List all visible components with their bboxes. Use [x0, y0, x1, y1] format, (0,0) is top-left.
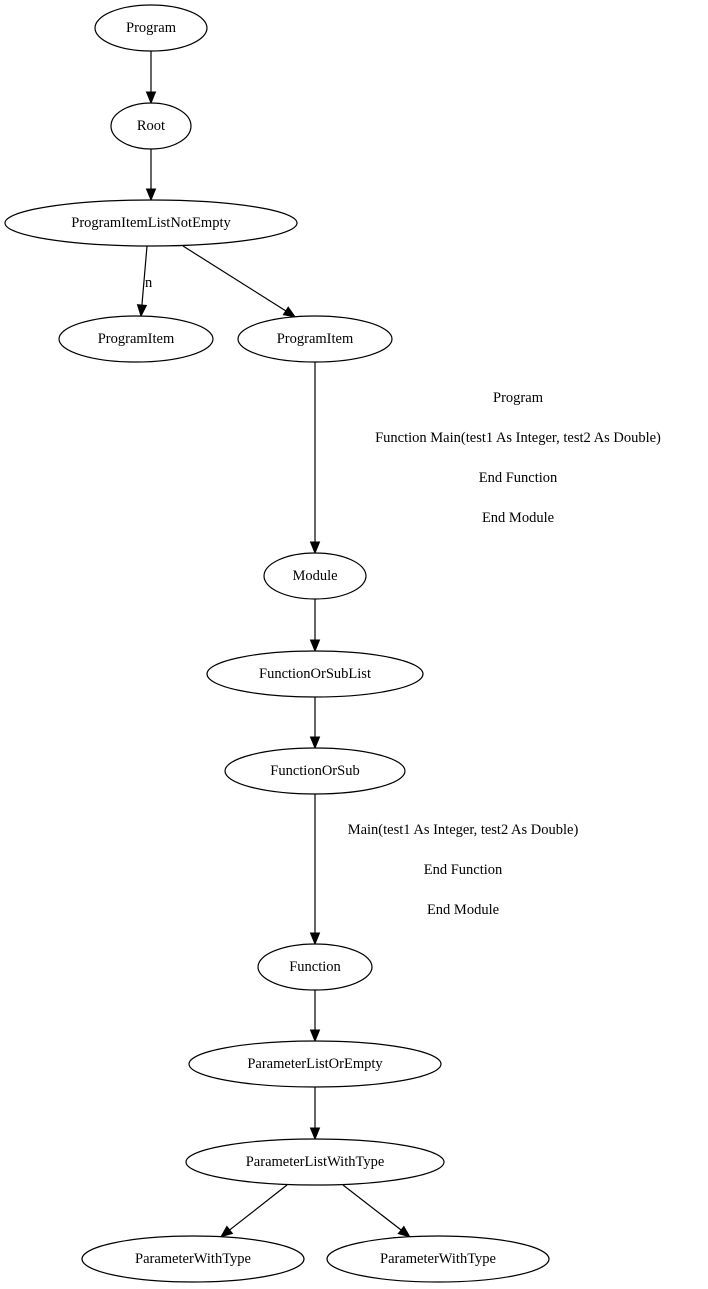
node-ellipse [326, 1235, 550, 1283]
node-function-or-sub-list: FunctionOrSubList [206, 650, 424, 698]
node-label: Program [126, 20, 177, 36]
edge-line [229, 1184, 288, 1231]
arrowhead [136, 304, 148, 318]
node-label: ParameterListOrEmpty [247, 1056, 383, 1072]
node-parameter-with-type-1: ParameterWithType [81, 1235, 305, 1283]
nodes-layer: ProgramRootProgramItemListNotEmptyProgra… [4, 4, 550, 1283]
edge-label: n [145, 275, 153, 291]
node-ellipse [206, 650, 424, 698]
node-function: Function [257, 943, 373, 991]
node-label: ProgramItem [277, 331, 354, 347]
node-ellipse [81, 1235, 305, 1283]
node-label: ProgramItemListNotEmpty [71, 215, 231, 231]
node-ellipse [188, 1040, 442, 1088]
node-label: Module [292, 568, 337, 584]
node-parameter-list-with-type: ParameterListWithType [185, 1138, 445, 1186]
node-root: Root [110, 102, 192, 150]
node-label: Function [289, 959, 341, 975]
arrowhead [397, 1225, 411, 1238]
edge-label: Program [493, 390, 544, 406]
node-label: FunctionOrSub [270, 763, 359, 779]
node-program-item-list-not-empty: ProgramItemListNotEmpty [4, 199, 298, 247]
node-ellipse [58, 315, 214, 363]
arrowhead [145, 188, 157, 202]
node-program: Program [94, 4, 208, 52]
node-parameter-list-or-empty: ParameterListOrEmpty [188, 1040, 442, 1088]
arrowhead [145, 91, 157, 105]
arrowhead [309, 932, 321, 946]
node-label: ProgramItem [98, 331, 175, 347]
edge-label: Main(test1 As Integer, test2 As Double) [348, 822, 579, 838]
arrowhead [219, 1225, 234, 1238]
node-label: ParameterListWithType [246, 1154, 385, 1170]
node-function-or-sub: FunctionOrSub [224, 747, 406, 795]
edge-label: End Module [482, 510, 554, 526]
edge-line [141, 245, 148, 306]
node-ellipse [4, 199, 298, 247]
arrowhead [309, 639, 321, 653]
edge-label: End Module [427, 902, 499, 918]
node-program-item-2: ProgramItem [237, 315, 393, 363]
node-label: ParameterWithType [380, 1251, 496, 1267]
node-label: FunctionOrSubList [259, 666, 371, 682]
node-ellipse [110, 102, 192, 150]
node-module: Module [263, 552, 367, 600]
arrowhead [309, 1127, 321, 1141]
edge-label: Function Main(test1 As Integer, test2 As… [375, 430, 661, 446]
edge-label: End Function [424, 862, 503, 878]
node-ellipse [263, 552, 367, 600]
edge-line [182, 245, 287, 312]
edge-line [342, 1184, 402, 1231]
arrowhead [309, 1029, 321, 1043]
node-label: Root [137, 118, 165, 134]
node-label: ParameterWithType [135, 1251, 251, 1267]
node-ellipse [237, 315, 393, 363]
node-ellipse [185, 1138, 445, 1186]
node-ellipse [94, 4, 208, 52]
node-program-item-1: ProgramItem [58, 315, 214, 363]
arrowhead [309, 541, 321, 555]
node-ellipse [257, 943, 373, 991]
arrowhead [282, 306, 297, 318]
node-ellipse [224, 747, 406, 795]
edge-label: End Function [479, 470, 558, 486]
arrowhead [309, 736, 321, 750]
node-parameter-with-type-2: ParameterWithType [326, 1235, 550, 1283]
